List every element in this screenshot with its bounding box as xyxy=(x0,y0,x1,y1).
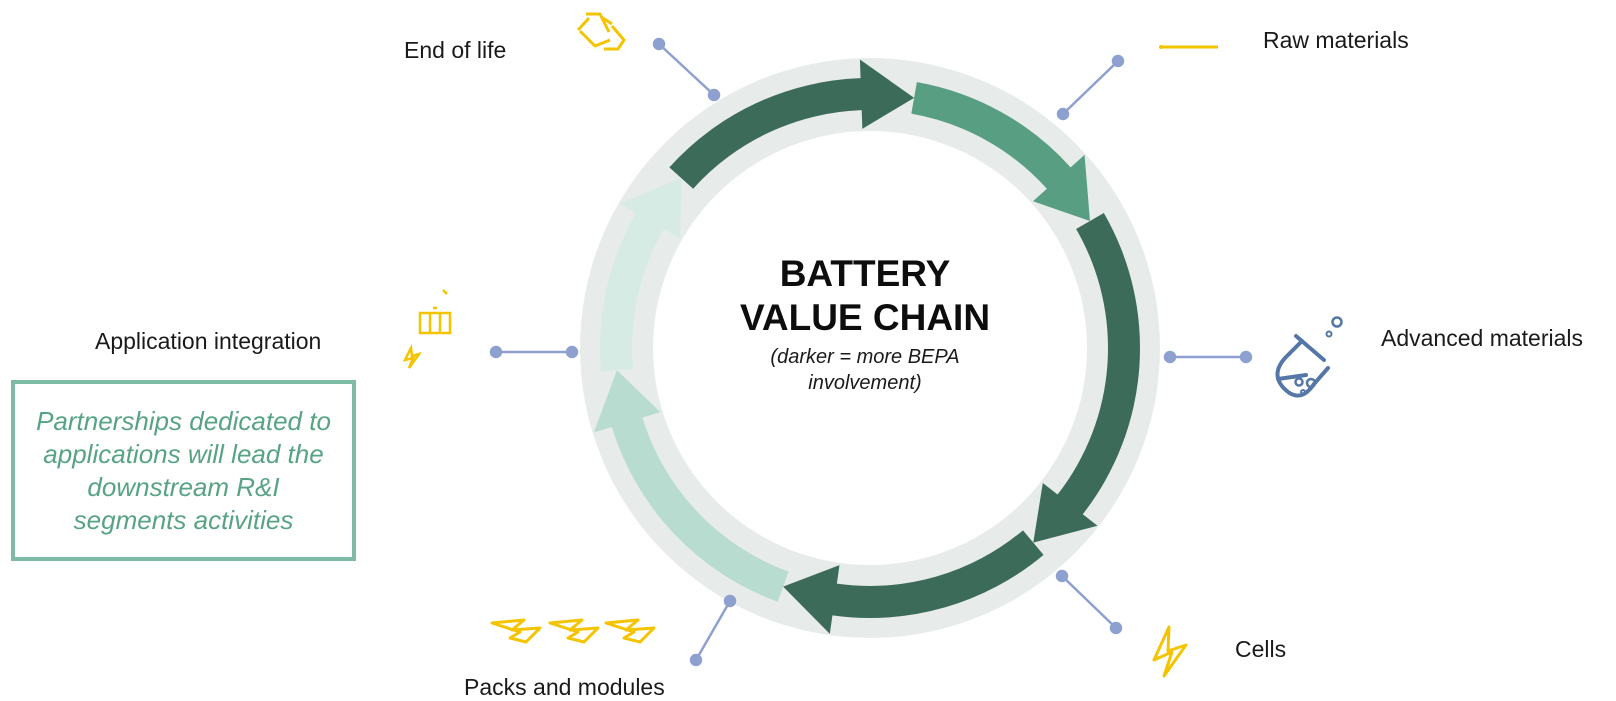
partnerships-note-text: Partnerships dedicated to applications w… xyxy=(36,405,331,535)
recycle-icon xyxy=(576,12,626,51)
connectors xyxy=(489,37,1253,667)
connector-end-of-life xyxy=(652,37,721,102)
connector-advanced-materials xyxy=(1163,350,1253,364)
stage-label-raw-materials: Raw materials xyxy=(1263,27,1409,53)
stage-label-cells: Cells xyxy=(1235,636,1287,662)
diagram-title-line1: BATTERY xyxy=(779,253,951,294)
arrow-application-to-eol xyxy=(599,178,682,372)
stage-label-end-of-life: End of life xyxy=(404,37,507,63)
connector-application-integration xyxy=(489,345,579,359)
stage-label-packs-modules: Packs and modules xyxy=(464,674,665,700)
diagram-subtitle-line2: involvement) xyxy=(808,372,922,394)
arrow-eol-to-raw xyxy=(669,59,915,189)
arrow-cells-to-packs xyxy=(783,530,1044,634)
partnerships-note-box: Partnerships dedicated to applications w… xyxy=(11,380,356,561)
device-icon xyxy=(402,289,452,369)
diagram-title-line2: VALUE CHAIN xyxy=(739,297,991,338)
mine-icon xyxy=(1159,45,1218,49)
connector-raw-materials xyxy=(1056,54,1125,121)
inner-disc xyxy=(653,131,1087,565)
arrow-raw-to-advanced xyxy=(911,82,1090,222)
lightning-icon xyxy=(1152,625,1188,678)
value-chain-arrows xyxy=(593,59,1141,634)
battery-pack-icon xyxy=(490,618,656,644)
arrow-advanced-to-cells xyxy=(1033,213,1141,543)
connector-cells xyxy=(1055,569,1123,635)
stage-label-application-integration: Application integration xyxy=(95,328,322,354)
diagram-subtitle-line1: (darker = more BEPA xyxy=(770,346,960,368)
flask-icon xyxy=(1275,316,1343,398)
arrow-packs-to-application xyxy=(593,370,789,602)
connector-packs-modules xyxy=(689,594,737,667)
stage-label-advanced-materials: Advanced materials xyxy=(1381,325,1583,351)
